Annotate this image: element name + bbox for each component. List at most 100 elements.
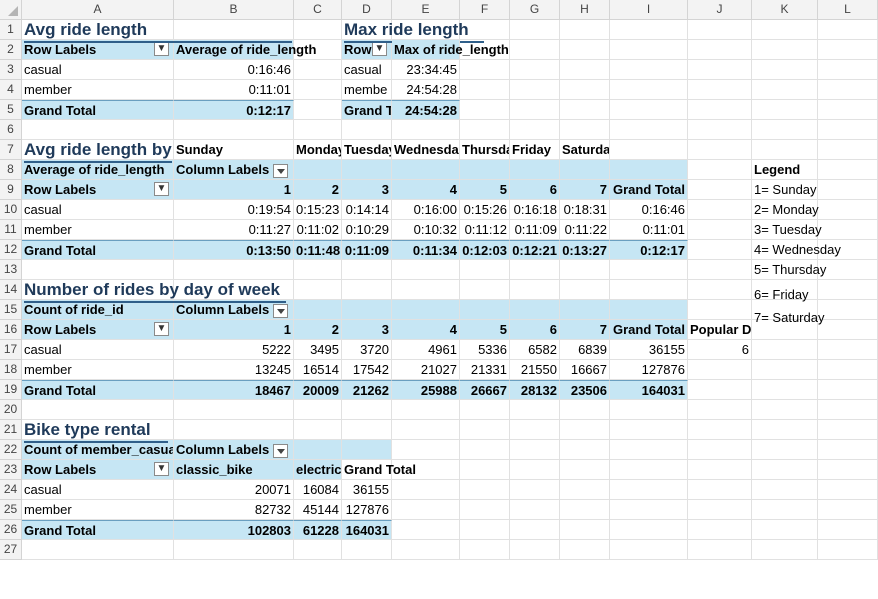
cell-E24[interactable]	[392, 480, 460, 500]
cell-C19[interactable]: 20009	[294, 380, 342, 400]
cell-B23[interactable]: classic_bike	[174, 460, 294, 480]
cell-G13[interactable]	[510, 260, 560, 280]
cell-D11[interactable]: 0:10:29	[342, 220, 392, 240]
cell-J15[interactable]	[688, 300, 752, 320]
cell-I11[interactable]: 0:11:01	[610, 220, 688, 240]
cell-A14[interactable]	[22, 280, 174, 300]
cell-F13[interactable]	[460, 260, 510, 280]
cell-L22[interactable]	[818, 440, 878, 460]
cell-H1[interactable]	[560, 20, 610, 40]
cell-L2[interactable]	[818, 40, 878, 60]
cell-E18[interactable]: 21027	[392, 360, 460, 380]
row-header-8[interactable]: 8	[0, 160, 22, 180]
cell-F20[interactable]	[460, 400, 510, 420]
cell-K12[interactable]	[752, 240, 818, 260]
cell-K1[interactable]	[752, 20, 818, 40]
cell-B13[interactable]	[174, 260, 294, 280]
cell-E9[interactable]: 4	[392, 180, 460, 200]
cell-H20[interactable]	[560, 400, 610, 420]
cell-A3[interactable]: casual	[22, 60, 174, 80]
cell-G9[interactable]: 6	[510, 180, 560, 200]
cell-L20[interactable]	[818, 400, 878, 420]
cell-B4[interactable]: 0:11:01	[174, 80, 294, 100]
cell-B12[interactable]: 0:13:50	[174, 240, 294, 260]
cell-G25[interactable]	[510, 500, 560, 520]
column-header-I[interactable]: I	[610, 0, 688, 20]
cell-F9[interactable]: 5	[460, 180, 510, 200]
cell-B11[interactable]: 0:11:27	[174, 220, 294, 240]
cell-A6[interactable]	[22, 120, 174, 140]
cell-L26[interactable]	[818, 520, 878, 540]
cell-E17[interactable]: 4961	[392, 340, 460, 360]
cell-H6[interactable]	[560, 120, 610, 140]
cell-C1[interactable]	[294, 20, 342, 40]
column-header-E[interactable]: E	[392, 0, 460, 20]
cell-A7[interactable]	[22, 140, 174, 160]
cell-J1[interactable]	[688, 20, 752, 40]
filter-dropdown-icon[interactable]: ▼	[372, 42, 387, 56]
cell-I22[interactable]	[610, 440, 688, 460]
cell-H23[interactable]	[560, 460, 610, 480]
cell-B7[interactable]: Sunday	[174, 140, 294, 160]
cell-A27[interactable]	[22, 540, 174, 560]
cell-L27[interactable]	[818, 540, 878, 560]
cell-C9[interactable]: 2	[294, 180, 342, 200]
row-header-19[interactable]: 19	[0, 380, 22, 400]
cell-D4[interactable]: membe	[342, 80, 392, 100]
row-header-11[interactable]: 11	[0, 220, 22, 240]
cell-D9[interactable]: 3	[342, 180, 392, 200]
column-header-K[interactable]: K	[752, 0, 818, 20]
cell-D15[interactable]	[342, 300, 392, 320]
cell-J4[interactable]	[688, 80, 752, 100]
cell-J24[interactable]	[688, 480, 752, 500]
cell-G24[interactable]	[510, 480, 560, 500]
cell-A10[interactable]: casual	[22, 200, 174, 220]
cell-L5[interactable]	[818, 100, 878, 120]
row-header-22[interactable]: 22	[0, 440, 22, 460]
cell-L17[interactable]	[818, 340, 878, 360]
cell-I10[interactable]: 0:16:46	[610, 200, 688, 220]
cell-K11[interactable]	[752, 220, 818, 240]
cell-F27[interactable]	[460, 540, 510, 560]
cell-D23[interactable]: Grand Total	[342, 460, 416, 480]
cell-H5[interactable]	[560, 100, 610, 120]
row-header-18[interactable]: 18	[0, 360, 22, 380]
cell-D5[interactable]: Grand T	[342, 100, 392, 120]
column-header-G[interactable]: G	[510, 0, 560, 20]
cell-C5[interactable]	[294, 100, 342, 120]
cell-K16[interactable]	[752, 320, 818, 340]
cell-K7[interactable]	[752, 140, 818, 160]
cell-H25[interactable]	[560, 500, 610, 520]
row-header-24[interactable]: 24	[0, 480, 22, 500]
cell-L4[interactable]	[818, 80, 878, 100]
cell-J13[interactable]	[688, 260, 752, 280]
cell-I2[interactable]	[610, 40, 688, 60]
cell-A8[interactable]: Average of ride_length	[22, 160, 174, 180]
cell-J21[interactable]	[688, 420, 752, 440]
cell-F17[interactable]: 5336	[460, 340, 510, 360]
cell-J20[interactable]	[688, 400, 752, 420]
cell-H4[interactable]	[560, 80, 610, 100]
cell-J10[interactable]	[688, 200, 752, 220]
cell-K4[interactable]	[752, 80, 818, 100]
cell-G1[interactable]	[510, 20, 560, 40]
cell-G4[interactable]	[510, 80, 560, 100]
cell-K6[interactable]	[752, 120, 818, 140]
cell-L24[interactable]	[818, 480, 878, 500]
row-header-23[interactable]: 23	[0, 460, 22, 480]
cell-C22[interactable]	[294, 440, 342, 460]
cell-J27[interactable]	[688, 540, 752, 560]
cell-K26[interactable]	[752, 520, 818, 540]
cell-G15[interactable]	[510, 300, 560, 320]
cell-A17[interactable]: casual	[22, 340, 174, 360]
cell-H26[interactable]	[560, 520, 610, 540]
cell-B6[interactable]	[174, 120, 294, 140]
cell-B22[interactable]: Column Labels	[174, 440, 294, 460]
cell-F11[interactable]: 0:11:12	[460, 220, 510, 240]
cell-G2[interactable]	[510, 40, 560, 60]
column-header-F[interactable]: F	[460, 0, 510, 20]
row-header-10[interactable]: 10	[0, 200, 22, 220]
cell-K13[interactable]	[752, 260, 818, 280]
cell-I5[interactable]	[610, 100, 688, 120]
